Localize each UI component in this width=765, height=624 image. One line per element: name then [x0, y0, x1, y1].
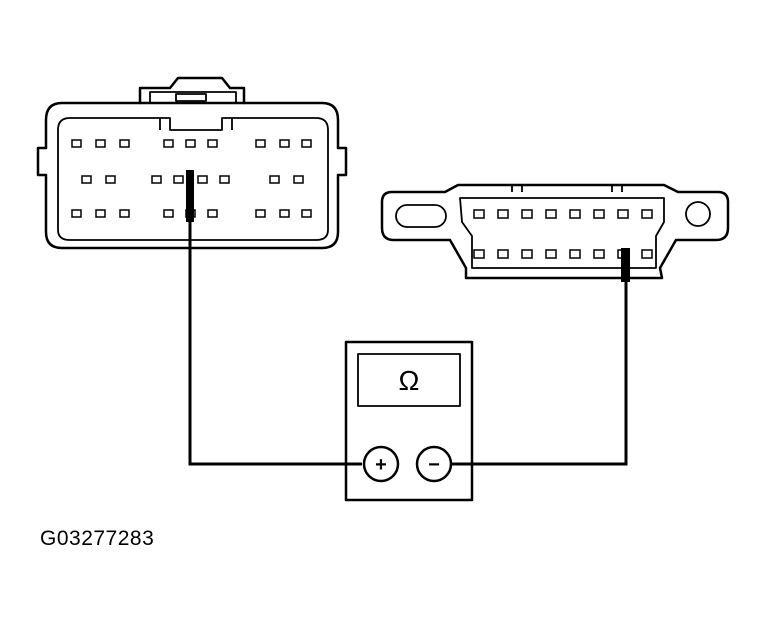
- positive-terminal-icon: [362, 445, 400, 483]
- figure-reference-code: G03277283: [40, 527, 155, 550]
- negative-test-lead: [452, 282, 628, 466]
- negative-terminal-label: −: [428, 454, 440, 476]
- positive-terminal-label: +: [375, 454, 387, 476]
- positive-test-lead: [188, 222, 362, 466]
- negative-terminal-icon: [415, 445, 453, 483]
- meter-display: [357, 353, 461, 407]
- harness-connector: [36, 76, 348, 250]
- probe-tip-left: [186, 170, 194, 222]
- ohmmeter: Ω + −: [344, 340, 474, 502]
- dlc-connector-pins: [473, 209, 653, 259]
- mounting-slot-icon: [395, 204, 447, 228]
- ohm-symbol: Ω: [399, 365, 420, 396]
- mounting-hole-icon: [685, 201, 711, 227]
- dlc-connector: [380, 183, 730, 282]
- probe-tip-right: [621, 248, 630, 282]
- harness-connector-pins: [71, 139, 312, 218]
